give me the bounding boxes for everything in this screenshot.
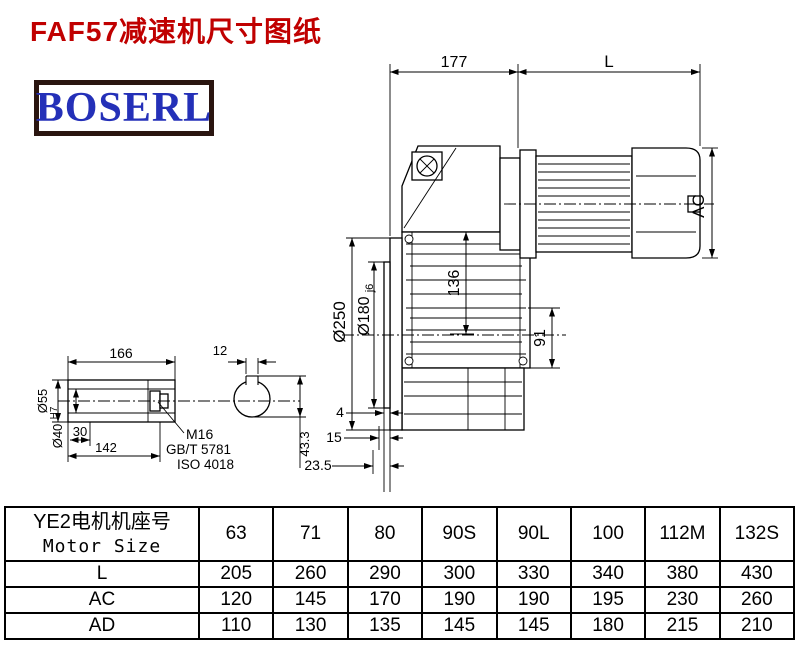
size-header-cell: 71 <box>272 506 349 562</box>
size-header-cell: 132S <box>718 506 796 562</box>
motor-assembly <box>499 147 701 259</box>
table-header-en: Motor Size <box>42 536 162 557</box>
size-header-cell: 112M <box>644 506 721 562</box>
shaft-end-view <box>233 374 271 418</box>
value-cell: 300 <box>421 560 498 588</box>
value-cell: 330 <box>495 560 572 588</box>
size-header-cell: 100 <box>569 506 647 562</box>
size-header-cell: 90L <box>495 506 572 562</box>
table-row-L: L 205 260 290 300 330 340 380 430 <box>4 560 796 588</box>
value-cell: 430 <box>718 560 796 588</box>
dim-23-5-label: 23.5 <box>304 457 331 473</box>
dim-43-3-label: 43.3 <box>297 431 312 456</box>
size-header-cell: 63 <box>197 506 275 562</box>
dimension-lines <box>55 69 715 469</box>
table-row-AD: AD 110 130 135 145 145 180 215 210 <box>4 612 796 640</box>
dim-55-label: Ø55 <box>35 389 50 414</box>
value-cell: 215 <box>644 612 721 640</box>
dim-91-label: 91 <box>532 329 549 347</box>
value-cell: 195 <box>569 586 647 614</box>
dim-12-label: 12 <box>213 343 227 358</box>
mounting-flange <box>383 237 403 431</box>
value-cell: 145 <box>272 586 349 614</box>
row-label-cell: L <box>4 560 200 588</box>
row-label-cell: AC <box>4 586 200 614</box>
dim-180-tolerance: j6 <box>364 284 376 294</box>
dim-250-label: Ø250 <box>330 301 349 343</box>
value-cell: 145 <box>495 612 572 640</box>
dimension-drawing: 177 L AC Ø250 Ø180 j6 136 91 4 15 23.5 1… <box>35 52 718 492</box>
shaft-end-circle <box>233 380 271 418</box>
dim-136-label: 136 <box>446 270 463 297</box>
motor-fins <box>538 148 696 258</box>
value-cell: 290 <box>346 560 424 588</box>
value-cell: 380 <box>644 560 721 588</box>
brand-logo: BOSERL <box>34 80 214 136</box>
value-cell: 120 <box>197 586 275 614</box>
dim-30-label: 30 <box>73 424 87 439</box>
table-header-row: YE2电机机座号 Motor Size 63 71 80 90S 90L 100… <box>4 506 796 562</box>
page-title: FAF57减速机尺寸图纸 <box>30 16 323 47</box>
keyway-notch <box>245 375 259 385</box>
dim-15-label: 15 <box>326 429 342 445</box>
value-cell: 230 <box>644 586 721 614</box>
table-row-AC: AC 120 145 170 190 190 195 230 260 <box>4 586 796 614</box>
dim-142-label: 142 <box>95 440 117 455</box>
value-cell: 135 <box>346 612 424 640</box>
value-cell: 205 <box>197 560 275 588</box>
callout-gbt-5781: GB/T 5781 <box>166 442 231 457</box>
value-cell: 180 <box>569 612 647 640</box>
m16-leader-line <box>157 401 185 434</box>
value-cell: 170 <box>346 586 424 614</box>
dim-40-tolerance: H7 <box>49 406 60 419</box>
value-cell: 340 <box>569 560 647 588</box>
value-cell: 145 <box>421 612 498 640</box>
row-label-cell: AD <box>4 612 200 640</box>
motor-size-table: YE2电机机座号 Motor Size 63 71 80 90S 90L 100… <box>4 506 796 640</box>
dimension-labels: 177 L AC Ø250 Ø180 j6 136 91 4 15 23.5 1… <box>35 52 708 473</box>
dim-4-label: 4 <box>336 404 344 420</box>
value-cell: 110 <box>197 612 275 640</box>
value-cell: 260 <box>718 586 796 614</box>
brand-logo-text: BOSERL <box>35 85 213 131</box>
value-cell: 260 <box>272 560 349 588</box>
dim-180-label: Ø180 <box>356 296 373 335</box>
callout-iso-4018: ISO 4018 <box>177 457 234 472</box>
table-header-cell: YE2电机机座号 Motor Size <box>4 506 200 562</box>
gearbox-housing <box>401 145 531 431</box>
value-cell: 190 <box>421 586 498 614</box>
dim-177-label: 177 <box>441 54 468 71</box>
dim-AC-label: AC <box>689 194 708 218</box>
size-header-cell: 80 <box>346 506 424 562</box>
flange-extension-lines <box>383 408 391 492</box>
dim-166-label: 166 <box>109 345 133 361</box>
size-header-cell: 90S <box>421 506 498 562</box>
centerlines <box>58 203 714 402</box>
shaft-bore-lines <box>68 380 185 434</box>
fan-cover <box>631 147 701 259</box>
dim-L-label: L <box>604 52 613 71</box>
value-cell: 130 <box>272 612 349 640</box>
value-cell: 190 <box>495 586 572 614</box>
callout-m16: M16 <box>186 426 213 442</box>
value-cell: 210 <box>718 612 796 640</box>
dim-40-label: Ø40 <box>50 424 65 449</box>
table-header-cn: YE2电机机座号 <box>33 511 171 533</box>
